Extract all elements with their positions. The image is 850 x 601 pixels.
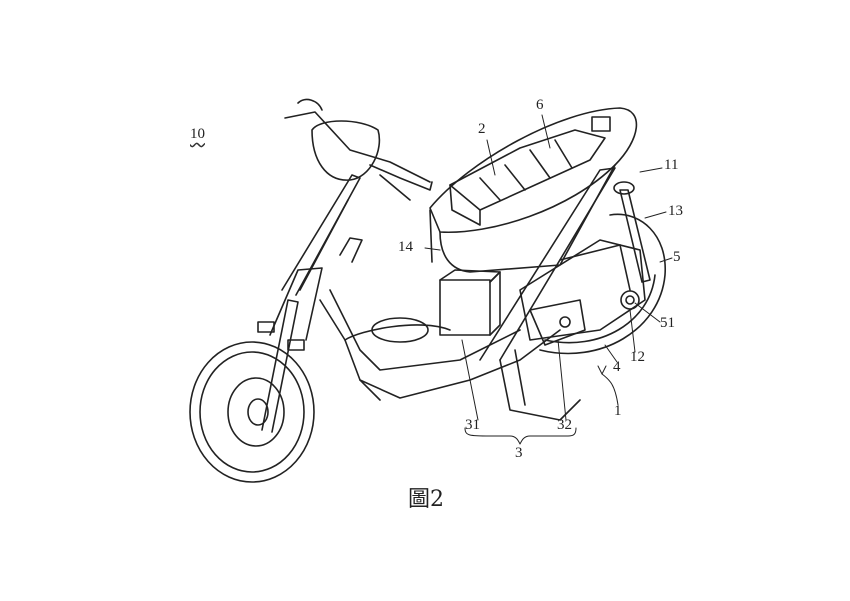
ref-motor: 4 [613,359,621,375]
center-stand [499,349,581,421]
ref-frame-rear: 11 [664,157,679,173]
frame [319,167,616,401]
ref-part-31: 31 [465,417,480,433]
ref-vehicle: 10 [190,126,205,142]
shock-absorber [613,181,651,283]
ref-axle: 51 [660,315,675,331]
ref-rear-wheel: 5 [673,249,681,265]
ref-housing: 14 [398,239,413,255]
controller [439,269,501,336]
ref-battery: 2 [478,121,486,137]
front-wheel [189,341,315,483]
handlebar [284,98,433,201]
ref-assembly: 1 [614,403,622,419]
ref-shock: 13 [668,203,683,219]
seat-bucket [429,107,638,273]
ref-swing-arm: 12 [630,349,645,365]
battery-pack [449,116,611,226]
ref-group-3: 3 [515,445,523,461]
figure-caption: 圖2 [408,487,444,512]
ref-seat-box: 6 [536,97,544,113]
front-fork [257,174,361,433]
motor-housing [519,239,646,346]
leader-lines [424,114,673,445]
rear-wheel [539,213,666,355]
ref-part-32: 32 [557,417,572,433]
